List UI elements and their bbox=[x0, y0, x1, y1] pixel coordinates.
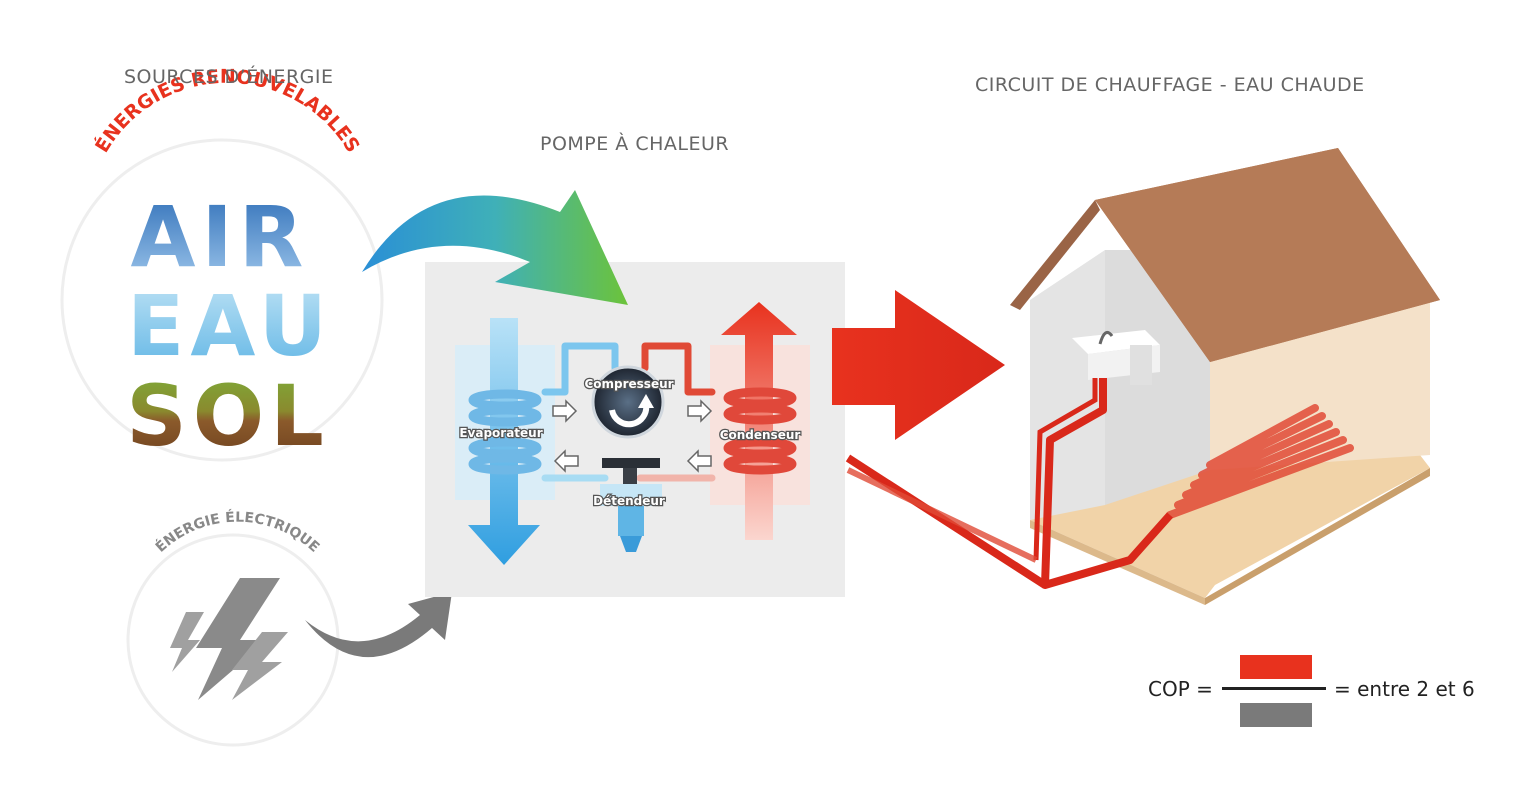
word-air: AIR bbox=[131, 188, 310, 286]
cop-numerator-hot bbox=[1240, 655, 1312, 679]
heating-circuit-header: CIRCUIT DE CHAUFFAGE - EAU CHAUDE bbox=[975, 74, 1365, 96]
renewables-circle bbox=[60, 138, 384, 462]
electric-input-arrow bbox=[305, 592, 452, 658]
cop-result: = entre 2 et 6 bbox=[1334, 677, 1475, 701]
evaporator-coil bbox=[468, 389, 542, 475]
house-illustration bbox=[1010, 148, 1440, 605]
supply-pipe bbox=[845, 454, 1048, 589]
lightning-icon bbox=[170, 578, 288, 700]
renewable-input-arrow bbox=[362, 190, 628, 305]
cop-denominator-electric bbox=[1240, 703, 1312, 727]
expansion-valve-icon bbox=[600, 458, 662, 552]
evaporator-label: Evaporateur bbox=[459, 426, 542, 440]
condenser-coil bbox=[723, 387, 797, 475]
word-eau: EAU bbox=[127, 277, 333, 375]
compressor-icon bbox=[591, 365, 665, 439]
return-pipe bbox=[846, 467, 1038, 563]
cop-fraction-bar bbox=[1222, 687, 1326, 690]
sources-header: SOURCES D’ÉNERGIE bbox=[124, 66, 334, 88]
heat-output-arrow bbox=[832, 290, 1005, 440]
condenser-label: Condenseur bbox=[720, 428, 801, 442]
expansion-valve-label: Détendeur bbox=[593, 494, 665, 508]
heat-pump-header: POMPE À CHALEUR bbox=[540, 133, 730, 155]
flow-direction-arrows bbox=[552, 399, 713, 473]
cop-label: COP = bbox=[1148, 677, 1213, 701]
compressor-label: Compresseur bbox=[584, 377, 673, 391]
word-sol: SOL bbox=[126, 367, 329, 465]
